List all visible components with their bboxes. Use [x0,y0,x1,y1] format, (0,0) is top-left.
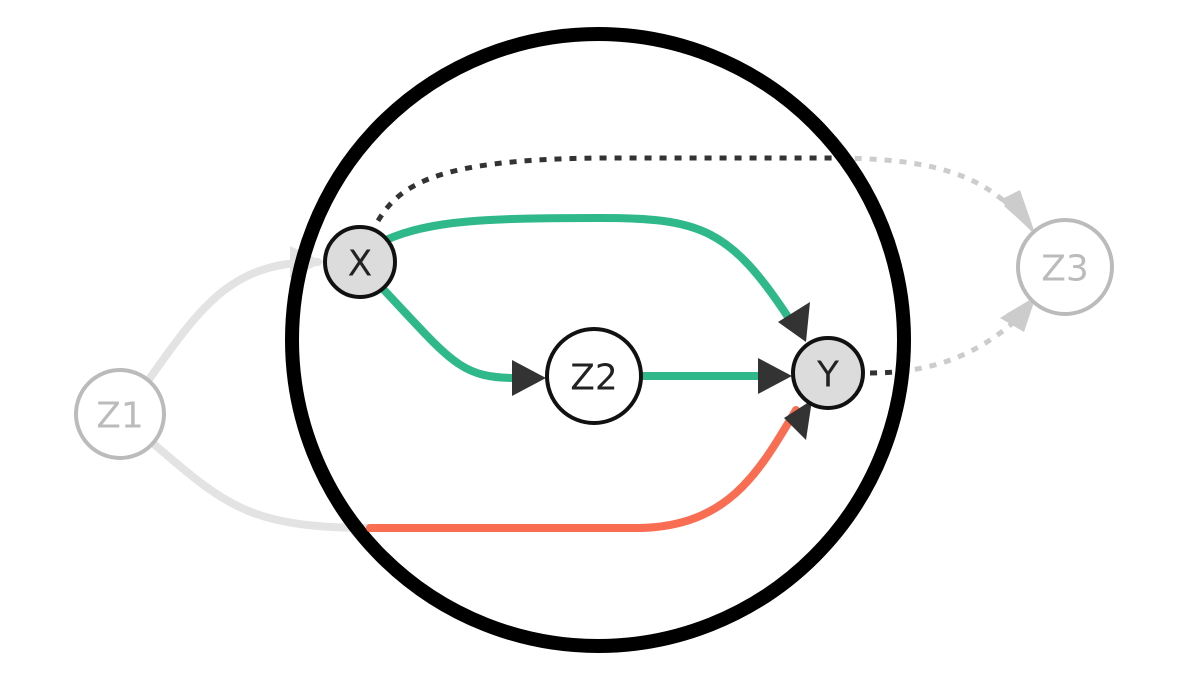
edge-x-to-z3-dark [357,155,904,263]
node-x: X [323,225,397,299]
edge-z1-to-y-faded [151,441,379,532]
arrowhead-x-z2 [512,360,546,396]
edge-x-to-z3-faded [357,155,1027,263]
node-z2-label: Z2 [570,358,618,399]
edge-x-to-y [382,213,794,324]
edge-x-to-z2 [380,286,519,382]
node-z1-label: Z1 [96,396,144,437]
focus-circle [285,27,911,653]
node-z3: Z3 [1016,218,1114,316]
node-z1: Z1 [74,368,166,460]
arrowhead-bias-y [784,400,812,440]
node-x-label: X [348,244,373,285]
arrowhead-to-z3-bottom-fill [1000,296,1036,332]
edge-y-to-z3-dark [869,310,904,376]
node-y-label: Y [816,355,840,396]
edge-y-to-z3-faded [869,310,1027,376]
arrowhead-z2-y [758,358,792,394]
arrowhead-to-z3-top-fill [1000,190,1036,236]
node-z3-label: Z3 [1041,249,1089,290]
node-y: Y [791,336,865,410]
node-z2: Z2 [545,327,643,425]
edge-z1-to-y-bias [366,406,800,532]
arrowhead-x-y [778,302,810,342]
edge-z1-to-x [146,258,322,382]
